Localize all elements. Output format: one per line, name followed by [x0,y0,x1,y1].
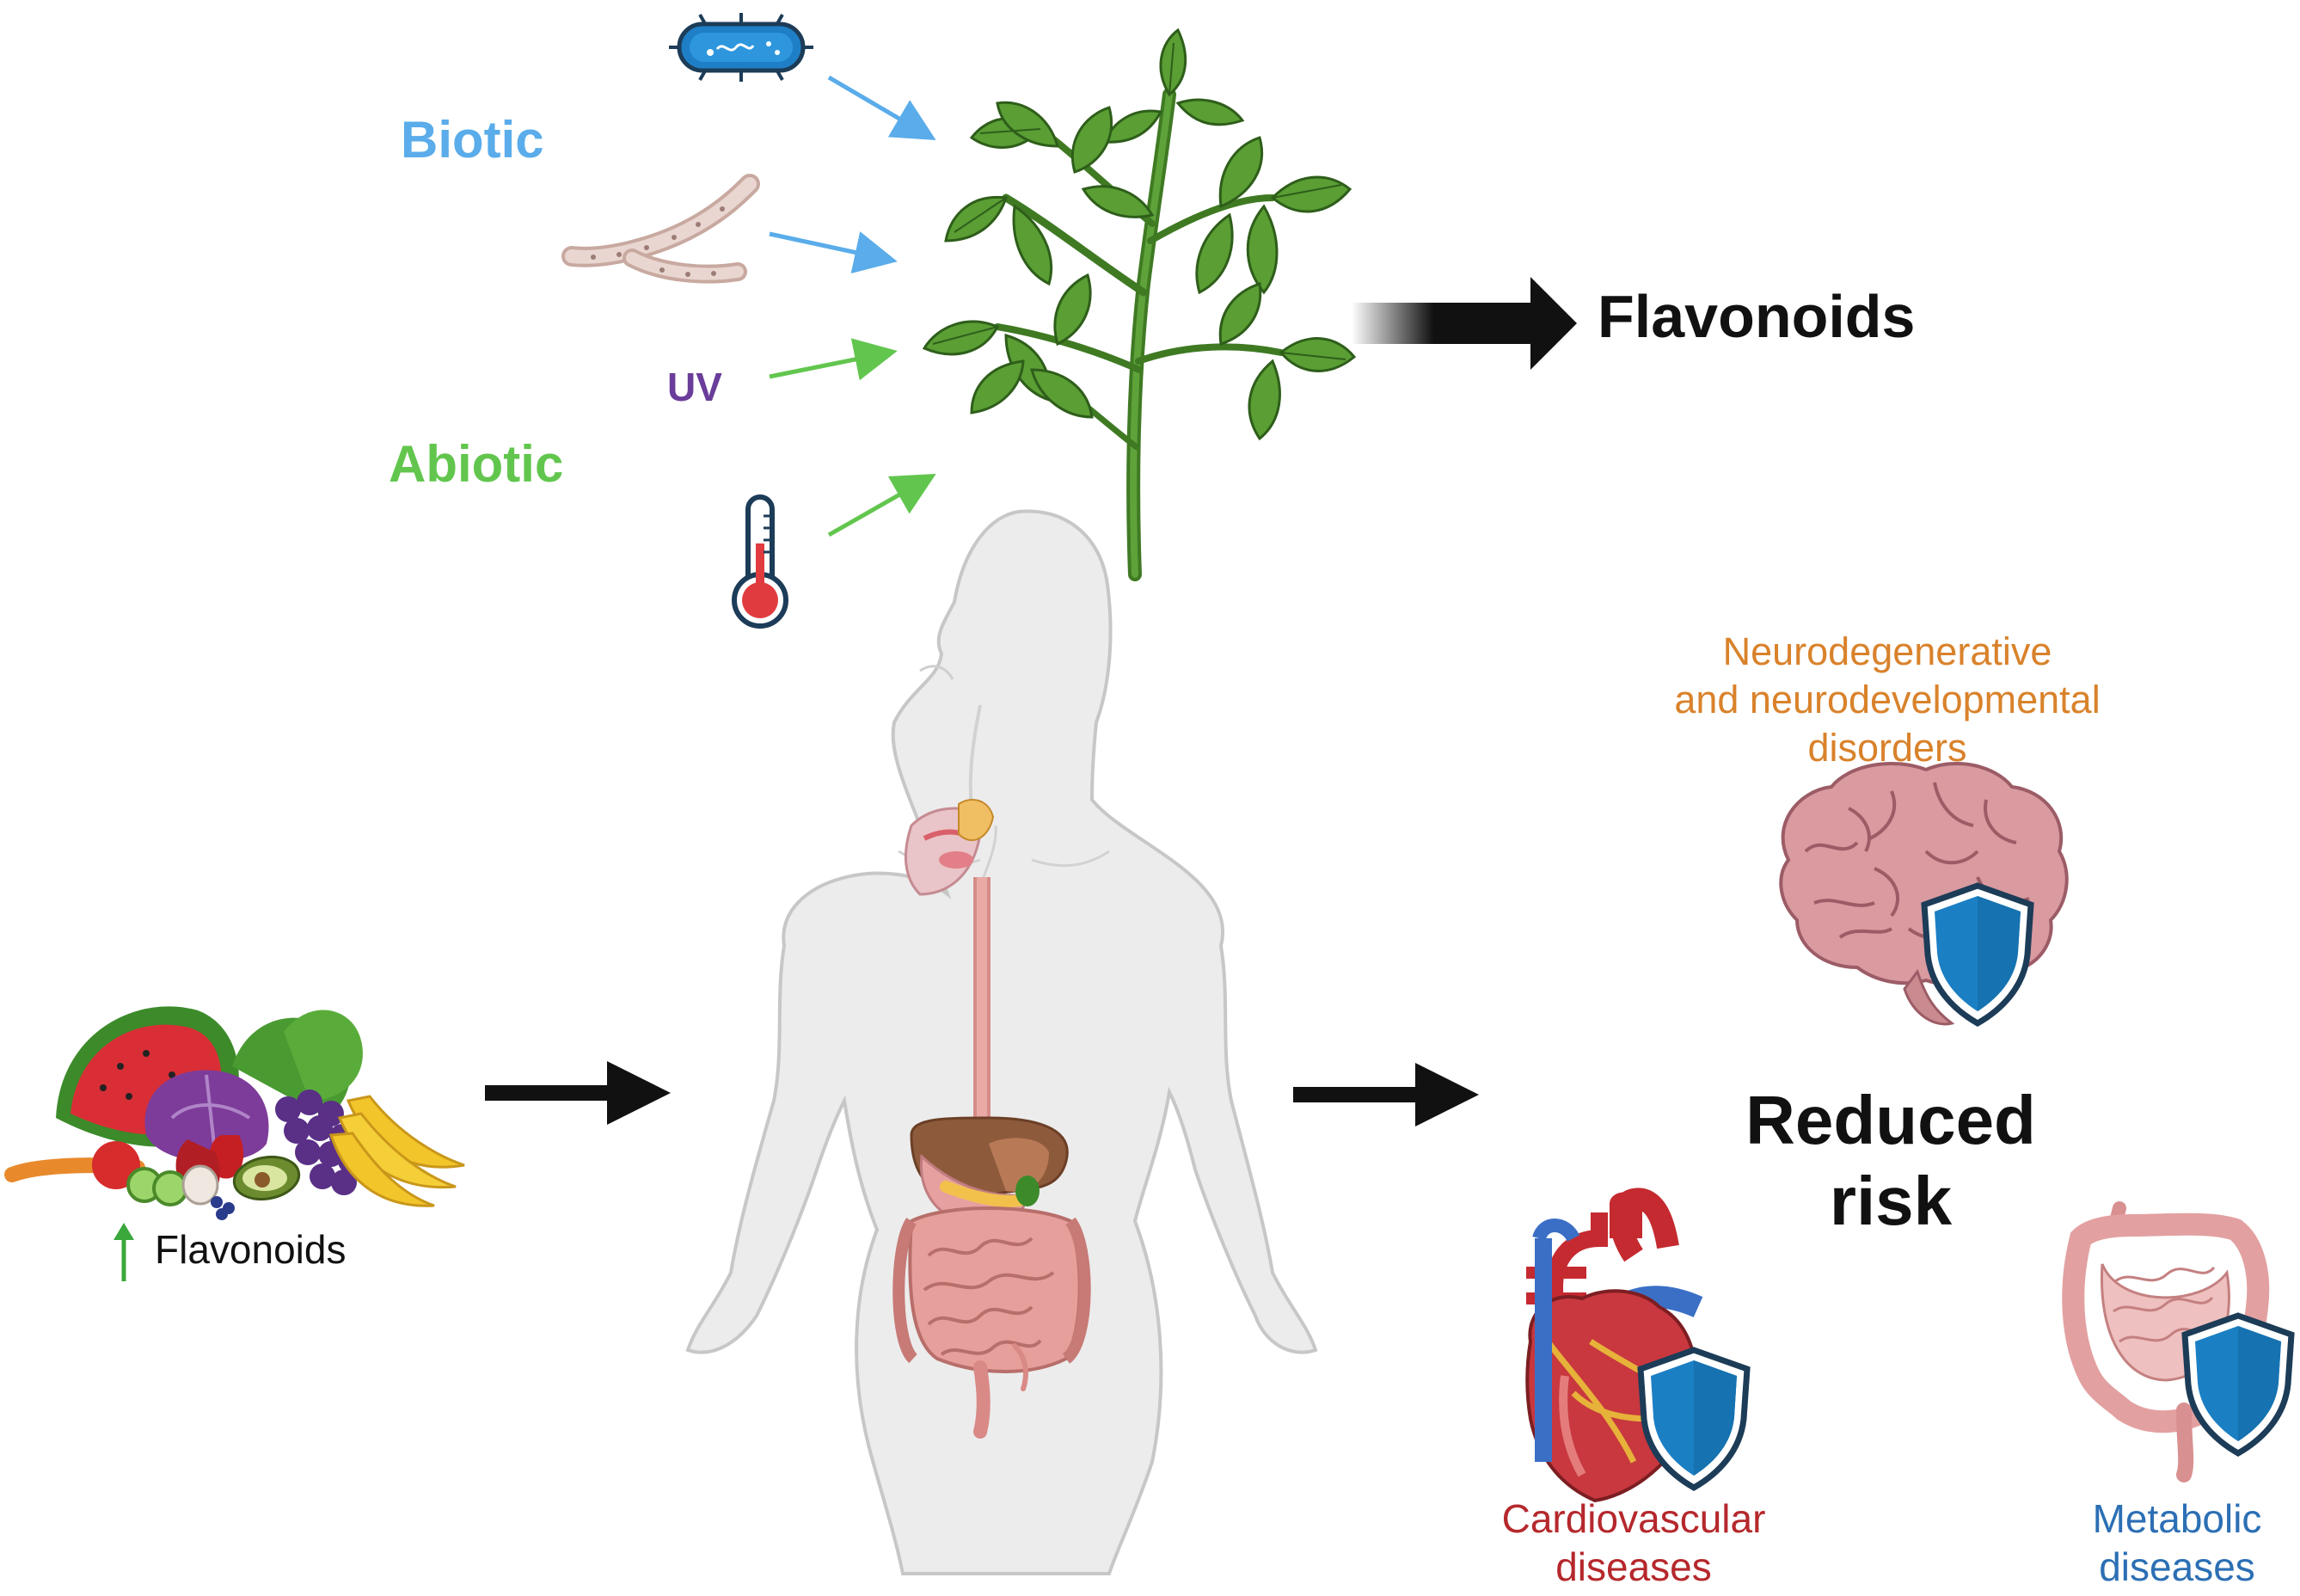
abiotic-arrows [769,338,936,537]
thermometer-icon [732,494,788,629]
intestine-shield-icon [2185,1316,2291,1453]
brain-icon [1779,761,2069,1024]
reduced-risk-label: Reduced risk [1745,1080,2036,1242]
intestine-icon [2062,1201,2291,1482]
fungal-hypha-icon [561,174,760,284]
bacterium-arrow [827,75,936,141]
abiotic-label: Abiotic [389,435,564,493]
neuro-label-line-2: and neurodevelopmental [1674,678,2101,721]
food-flavonoids-label: Flavonoids [155,1227,347,1272]
metabolic-label: Metabolic diseases [2093,1495,2262,1591]
heart-icon [1525,1188,1747,1503]
effect-arrow [1293,1063,1479,1126]
biotic-label: Biotic [401,111,544,169]
metabolic-label-line-1: Metabolic [2092,1496,2262,1541]
ingestion-arrow [485,1061,671,1125]
biotic-arrows [769,75,936,273]
neuro-label-line-1: Neurodegenerative [1722,629,2052,673]
fungus-arrow [769,231,898,273]
risk-label-line-2: risk [1829,1163,1953,1239]
fruit-vegetable-pile-icon [4,1006,465,1220]
neuro-label-line-3: disorders [1807,726,1967,770]
cardiovascular-label: Cardiovascular diseases [1502,1495,1766,1591]
increase-arrow-icon [113,1223,134,1281]
flavonoids-product-label: Flavonoids [1598,283,1916,350]
metabolic-label-line-2: diseases [2099,1544,2255,1589]
temperature-arrow [827,474,936,537]
tomato-plant-icon [922,28,1357,581]
cardio-label-line-2: diseases [1555,1544,1712,1589]
bacterium-icon [669,13,813,82]
human-digestive-system-icon [685,509,1318,1575]
production-arrow [1352,277,1577,370]
risk-label-line-1: Reduced [1745,1082,2036,1158]
cardio-label-line-1: Cardiovascular [1501,1496,1766,1541]
neuro-disorders-label: Neurodegenerative and neurodevelopmental… [1674,628,2100,772]
uv-arrow [769,338,898,381]
uv-label: UV [667,365,722,409]
brain-shield-icon [1924,886,2031,1023]
